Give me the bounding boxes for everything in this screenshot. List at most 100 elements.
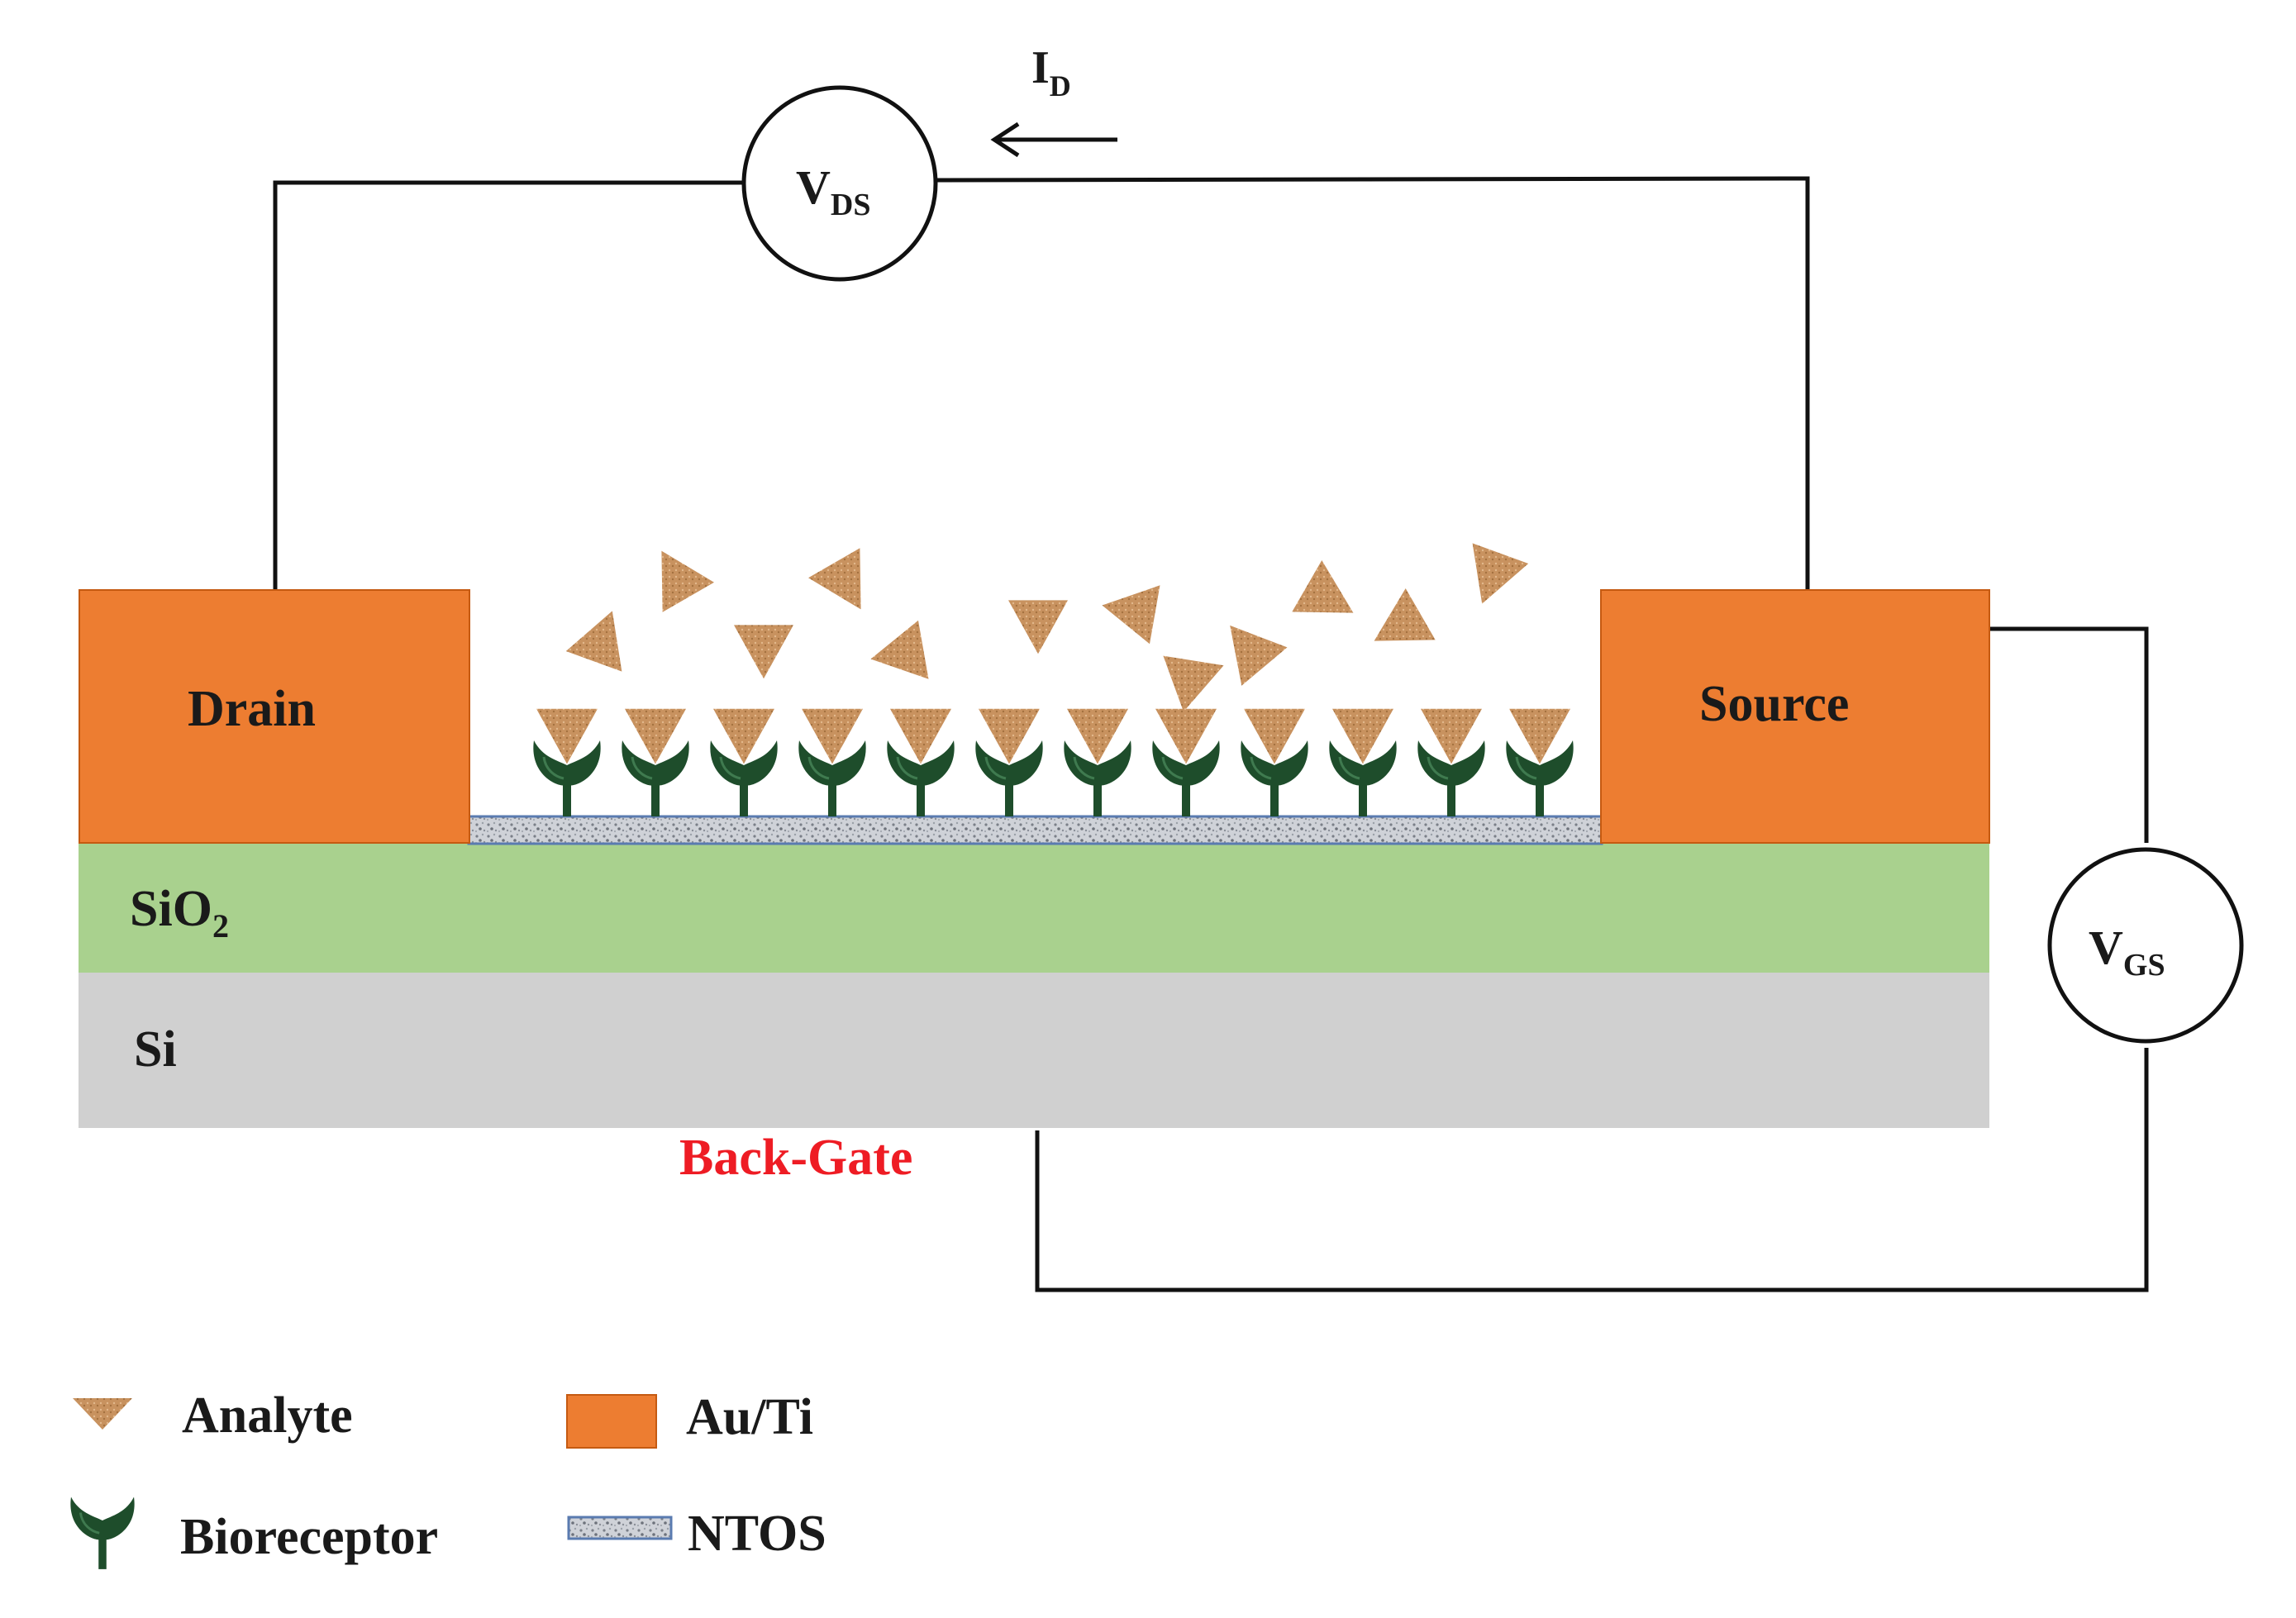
bound-analyte xyxy=(1421,708,1482,764)
bioreceptor xyxy=(975,740,1043,816)
drain-label: Drain xyxy=(188,681,316,737)
si-layer xyxy=(79,973,1989,1128)
free-analyte xyxy=(661,550,714,612)
au-ti-swatch xyxy=(566,1394,657,1449)
back-gate-label: Back-Gate xyxy=(679,1130,912,1186)
bioreceptor-highlight xyxy=(1338,756,1360,780)
bound-analyte xyxy=(713,708,774,764)
free-analyte xyxy=(565,611,622,672)
free-analyte xyxy=(1230,625,1288,686)
bound-analyte xyxy=(1155,708,1217,764)
bioreceptor-head xyxy=(710,740,778,786)
bioreceptor-head xyxy=(887,740,955,786)
bioreceptor-highlight xyxy=(984,756,1007,780)
legend-ntos: NTOS xyxy=(567,1506,826,1562)
analyte-icon xyxy=(73,1398,132,1430)
bioreceptor-head xyxy=(1506,740,1574,786)
legend: Analyte Bioreceptor Au/Ti NTOS xyxy=(70,1387,826,1569)
legend-au-ti-label: Au/Ti xyxy=(686,1389,813,1445)
bioreceptor-stem xyxy=(1359,773,1367,816)
current-arrow-head xyxy=(990,121,1020,158)
bioreceptor xyxy=(1417,740,1485,816)
id-label: ID xyxy=(1031,42,1071,102)
bioreceptor-highlight xyxy=(631,756,653,780)
bound-analyte xyxy=(625,708,686,764)
bioreceptor-head xyxy=(798,740,866,786)
gate-lower-wire xyxy=(1035,1048,2149,1292)
bioreceptor-highlight xyxy=(896,756,918,780)
bioreceptor xyxy=(533,740,601,816)
free-analyte xyxy=(808,548,861,610)
bioreceptor xyxy=(1329,740,1397,816)
bound-analyte xyxy=(802,708,863,764)
bioreceptor-stem xyxy=(1536,773,1544,816)
bioreceptor-head xyxy=(70,1497,135,1540)
free-analyte xyxy=(1374,588,1436,641)
bioreceptor-stem xyxy=(98,1528,107,1569)
bioreceptor xyxy=(1152,740,1220,816)
bioreceptor-stem xyxy=(1182,773,1190,816)
vgs-label: VGS xyxy=(2089,921,2165,983)
bioreceptor-highlight xyxy=(1073,756,1095,780)
bioreceptor-head xyxy=(1064,740,1131,786)
bioreceptor-highlight xyxy=(1250,756,1272,780)
bioreceptor-stem xyxy=(651,773,660,816)
bioreceptor-stem xyxy=(1270,773,1279,816)
bound-analyte xyxy=(536,708,598,764)
bioreceptor xyxy=(887,740,955,816)
drain-electrode xyxy=(79,589,470,844)
free-analyte xyxy=(1008,600,1068,654)
free-analyte xyxy=(1102,585,1160,645)
legend-analyte-label: Analyte xyxy=(182,1387,353,1444)
bioreceptor-icon xyxy=(70,1497,135,1569)
bioreceptor-stem xyxy=(740,773,748,816)
ntos-channel xyxy=(467,815,1603,845)
bioreceptor-highlight xyxy=(79,1512,100,1535)
legend-au-ti: Au/Ti xyxy=(566,1389,813,1449)
free-analyte xyxy=(734,625,793,679)
bound-analyte xyxy=(890,708,951,764)
bound-analyte xyxy=(1244,708,1305,764)
free-analyte xyxy=(1472,543,1529,604)
bioreceptor-head xyxy=(1329,740,1397,786)
circuit-wires xyxy=(273,176,2149,1292)
bioreceptor-stem xyxy=(1447,773,1455,816)
bioreceptor-stem xyxy=(1093,773,1102,816)
source-electrode xyxy=(1600,589,1990,844)
bioreceptor-highlight xyxy=(542,756,564,780)
bioreceptor xyxy=(798,740,866,816)
bioreceptor xyxy=(1064,740,1131,816)
gate-upper-wire xyxy=(1988,626,2149,843)
vgs-meter: VGS xyxy=(2047,847,2244,1044)
bioreceptor-stem xyxy=(828,773,836,816)
bioreceptor xyxy=(710,740,778,816)
bioreceptor-head xyxy=(622,740,689,786)
vds-meter: VDS xyxy=(741,85,938,282)
free-analyte xyxy=(1163,655,1224,712)
bioreceptor-stem xyxy=(563,773,571,816)
bioreceptor-head xyxy=(1417,740,1485,786)
bioreceptor-highlight xyxy=(1515,756,1537,780)
free-analyte xyxy=(1292,560,1354,613)
bioreceptor-head xyxy=(1152,740,1220,786)
legend-bioreceptor: Bioreceptor xyxy=(70,1497,438,1569)
si-label: Si xyxy=(134,1021,177,1078)
legend-ntos-label: NTOS xyxy=(688,1506,826,1562)
bioreceptor-head xyxy=(1241,740,1308,786)
bioreceptor-highlight xyxy=(1161,756,1184,780)
bioreceptor xyxy=(1241,740,1308,816)
drain-current-indicator: ID xyxy=(990,42,1117,158)
bioreceptor-head xyxy=(975,740,1043,786)
bioreceptor xyxy=(1506,740,1574,816)
bound-analyte xyxy=(1332,708,1393,764)
bioreceptor-head xyxy=(533,740,601,786)
sio2-layer xyxy=(79,844,1989,973)
bioreceptor-array xyxy=(533,708,1574,816)
bound-analyte xyxy=(979,708,1040,764)
free-analyte xyxy=(870,620,929,679)
vds-label: VDS xyxy=(796,160,870,222)
legend-bioreceptor-shape xyxy=(70,1497,135,1569)
drain-wire xyxy=(273,180,744,591)
